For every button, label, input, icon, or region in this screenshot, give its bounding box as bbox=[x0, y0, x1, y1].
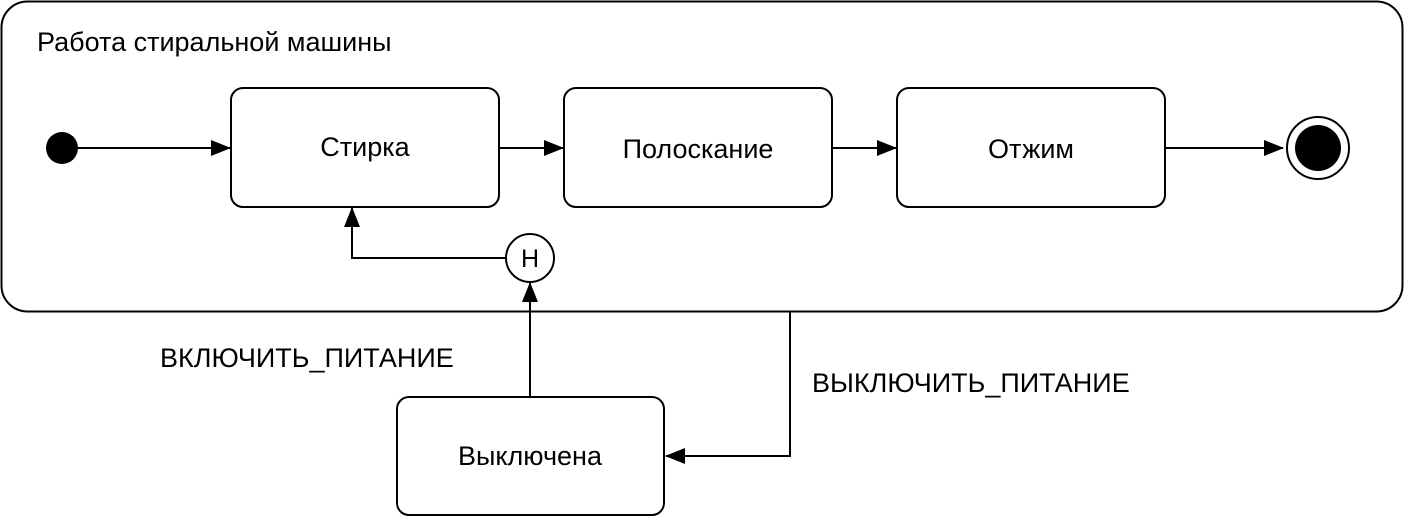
state-off-label: Выключена bbox=[458, 441, 603, 471]
state-rinsing[interactable]: Полоскание bbox=[563, 87, 833, 208]
history-state[interactable]: H bbox=[505, 233, 555, 283]
history-state-label: H bbox=[521, 245, 539, 273]
transition-container-to-off bbox=[665, 312, 791, 464]
composite-state-title: Работа стиральной машины bbox=[37, 27, 392, 57]
state-washing-label: Стирка bbox=[320, 132, 410, 162]
final-state bbox=[1286, 116, 1350, 180]
state-off[interactable]: Выключена bbox=[396, 396, 665, 516]
state-spinning[interactable]: Отжим bbox=[896, 87, 1166, 208]
state-spinning-label: Отжим bbox=[988, 134, 1074, 164]
transition-power-off-label: ВЫКЛЮЧИТЬ_ПИТАНИЕ bbox=[812, 368, 1130, 398]
transition-history-to-washing bbox=[344, 207, 506, 259]
state-rinsing-label: Полоскание bbox=[623, 134, 774, 164]
state-washing[interactable]: Стирка bbox=[230, 87, 500, 208]
transition-power-on-label: ВКЛЮЧИТЬ_ПИТАНИЕ bbox=[160, 343, 454, 373]
